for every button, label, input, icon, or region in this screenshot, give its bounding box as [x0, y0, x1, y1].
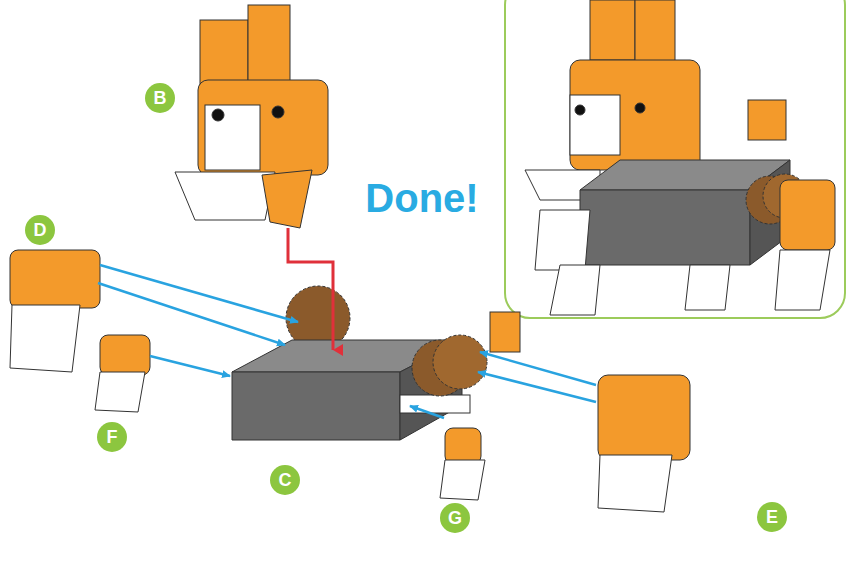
- callout-letter: G: [448, 509, 462, 527]
- callout-letter: C: [279, 471, 292, 489]
- callout-letter: F: [107, 428, 118, 446]
- callout-letter: B: [154, 89, 167, 107]
- done-text: Done!: [365, 178, 478, 218]
- callout-letter: E: [766, 508, 778, 526]
- callout-letter: D: [34, 221, 47, 239]
